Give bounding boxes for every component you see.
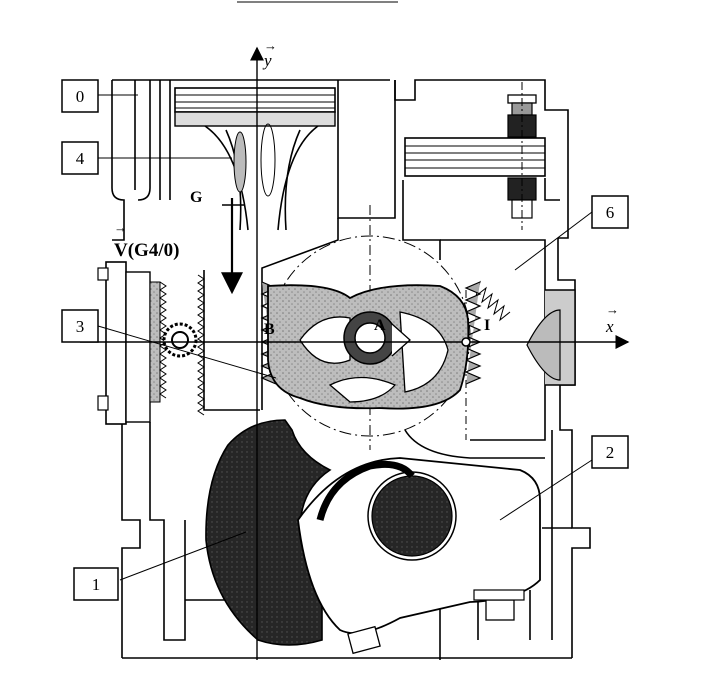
vector-label: V(G4/0) [114,240,179,261]
housing-part-6 [261,218,576,459]
label-2: 2 [606,443,615,462]
y-axis-arrow-glyph: → [264,38,277,53]
label-box-6: 6 [591,195,629,229]
point-i-label: I [484,317,490,334]
rack-pinion-assembly [97,261,260,425]
label-3: 3 [76,317,85,336]
label-box-1: 1 [73,567,119,601]
label-1: 1 [92,575,101,594]
x-axis-label: x [605,317,614,336]
cam-part-1 [205,419,332,646]
point-a-label: A [374,317,386,334]
piston-part-4 [174,87,336,231]
point-g-label: G [190,189,203,206]
point-b-label: B [264,321,275,338]
label-box-2: 2 [591,435,629,469]
label-6: 6 [606,203,615,222]
lever-part-2 [297,457,541,655]
right-top-assembly [402,82,560,260]
rotor-part-3 [267,284,470,410]
point-i-marker [461,337,471,347]
label-4: 4 [76,149,85,168]
label-box-0: 0 [61,79,99,113]
frame-part-0 [111,79,591,660]
leader-lines [97,94,593,581]
vector-arrow-glyph: → [114,220,127,235]
y-axis-label: y [262,51,272,70]
x-axis-arrow-glyph: → [606,302,619,317]
label-0: 0 [76,87,85,106]
label-box-4: 4 [61,141,99,175]
label-box-3: 3 [61,309,99,343]
